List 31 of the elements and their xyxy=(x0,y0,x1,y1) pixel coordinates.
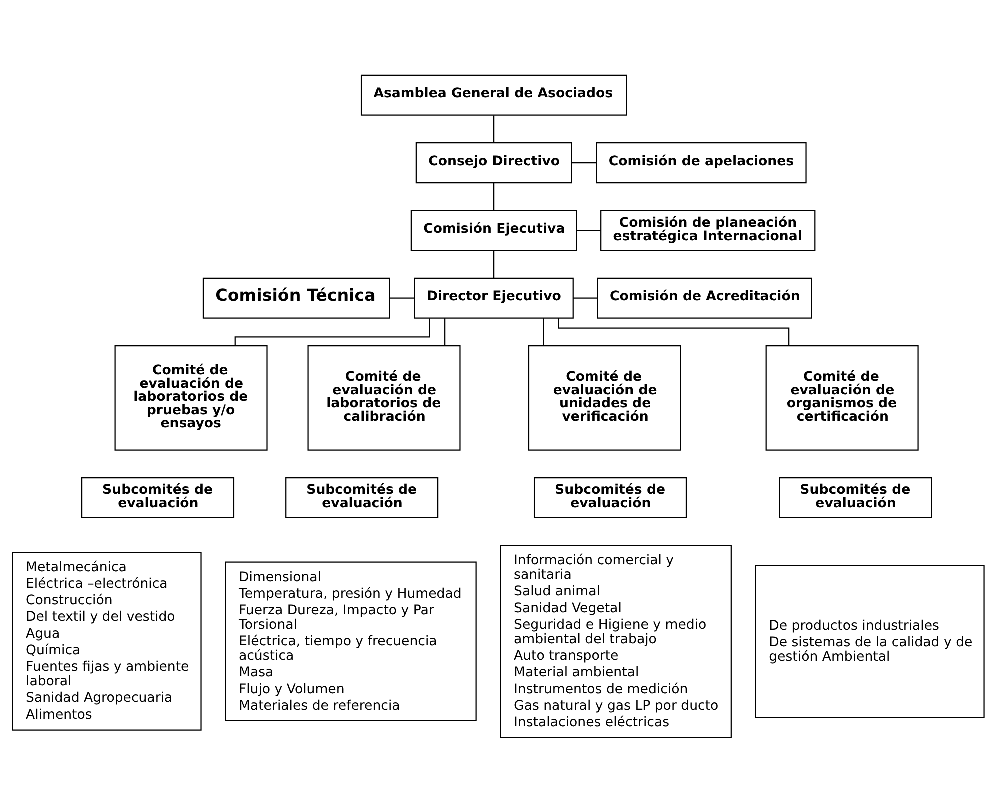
node-box: De productos industriales De sistemas de la calidad y de gestión Ambiental xyxy=(755,564,985,718)
connector xyxy=(234,318,430,346)
connector xyxy=(390,297,415,298)
connector xyxy=(576,230,601,231)
connector xyxy=(572,162,596,164)
node-box: Subcomités de evaluación xyxy=(286,476,439,518)
connector xyxy=(444,318,446,346)
node-box: Comisión de Acreditación xyxy=(597,277,812,318)
node-box: Comité de evaluación de laboratorios de pruebas y/o ensayos xyxy=(114,345,268,450)
connector xyxy=(494,115,495,142)
node-box: Comisión Técnica xyxy=(202,277,390,318)
node-box: Subcomités de evaluación xyxy=(81,476,235,518)
node-box: Comisión de apelaciones xyxy=(596,142,807,184)
connector xyxy=(494,250,495,278)
connector xyxy=(543,318,544,346)
node-box: Asamblea General de Asociados xyxy=(360,74,628,116)
node-box: Comité de evaluación de organismos de certificación xyxy=(766,345,919,450)
node-box: Comité de evaluación de laboratorios de calibración xyxy=(308,345,461,450)
node-box: Consejo Directivo xyxy=(416,142,572,184)
node-box: Información comercial y sanitaria Salud animal Sanidad Vegetal Seguridad e Higiene y medio ambiental del trabajo Auto transporte Material ambiental Instrumentos de medición Gas natural y gas LP por ducto Instalaciones eléctricas xyxy=(500,544,732,738)
node-box: Comisión de planeación estratégica Internacional xyxy=(600,210,816,251)
node-box: Metalmecánica Eléctrica –electrónica Construcción Del textil y del vestido Agua Química Fuentes fijas y ambiente laboral Sanidad Agropecuaria Alimentos xyxy=(12,552,202,730)
node-box: Director Ejecutivo xyxy=(414,277,574,318)
node-box: Comité de evaluación de unidades de verificación xyxy=(528,345,682,450)
node-box: Subcomités de evaluación xyxy=(779,476,932,518)
node-box: Comisión Ejecutiva xyxy=(410,210,578,251)
connector xyxy=(573,297,598,298)
node-box: Subcomités de evaluación xyxy=(534,476,688,518)
connector xyxy=(558,318,790,346)
connector xyxy=(494,182,495,210)
node-box: Dimensional Temperatura, presión y Humedad Fuerza Dureza, Impacto y Par Torsional Eléctrica, tiempo y frecuencia acústica Masa Flujo y Volumen Materiales de referencia xyxy=(225,561,477,721)
